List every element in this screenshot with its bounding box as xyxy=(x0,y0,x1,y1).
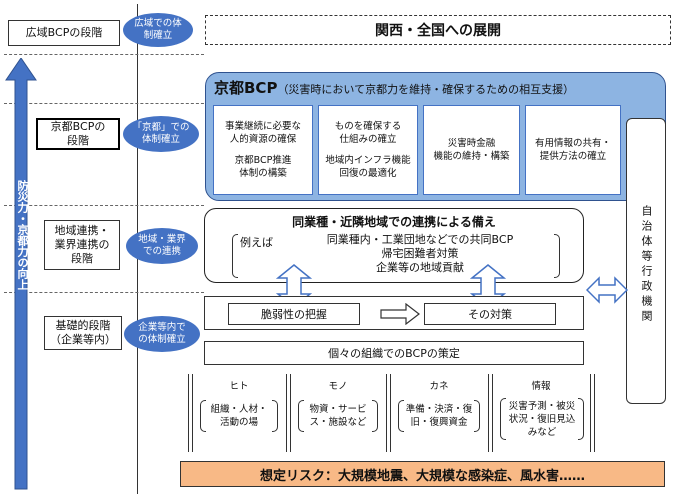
resource-divider xyxy=(192,374,193,452)
resource-divider xyxy=(390,374,391,452)
kansai-box: 関西・全国への展開 xyxy=(205,15,671,45)
resource-label-info: 情報 xyxy=(531,381,551,392)
resource-divider xyxy=(386,374,387,452)
resource-label-money: カネ xyxy=(429,381,449,392)
individual-bcp-label: 個々の組織でのBCPの策定 xyxy=(328,347,460,360)
kyoto-cell-goods: ものを確保する 仕組みの確立 地域内インフラ機能 回復の最適化 xyxy=(318,105,418,195)
countermeasure-label: その対策 xyxy=(468,308,512,321)
cell-text: 機能の維持・構築 xyxy=(433,151,510,162)
ellipse-kyoto: 「京都」での 体制確立 xyxy=(123,116,199,152)
ellipse-local-line2: での連携 xyxy=(142,246,181,257)
resource-divider xyxy=(290,374,291,452)
kyoto-cell-info: 有用情報の共有・ 提供方法の確立 xyxy=(525,105,621,195)
cooperation-line: 同業種内・工業団地などでの共同BCP xyxy=(326,233,514,246)
kyoto-cell-finance: 災害時金融 機能の維持・構築 xyxy=(423,105,520,195)
resource-item: 組織・人材・ xyxy=(210,404,268,415)
government-label: 自治体等行政機関 xyxy=(640,205,653,325)
cooperation-line: 企業等の地域貢献 xyxy=(376,261,464,274)
ellipse-basic-line2: の体制確立 xyxy=(138,334,186,345)
resource-item: 活動の場 xyxy=(219,417,258,428)
leftright-arrow xyxy=(586,276,628,304)
dashed-separator xyxy=(4,54,204,55)
right-bracket xyxy=(554,234,560,278)
resource-label-people: ヒト xyxy=(229,381,249,392)
upward-arrow xyxy=(5,58,37,490)
resource-divider xyxy=(590,374,591,452)
resource-label-goods: モノ xyxy=(328,381,348,392)
stage-local: 地域連携・ 業界連携の 段階 xyxy=(44,220,120,270)
resource-item: みなど xyxy=(527,426,557,438)
stage-kyoto-line2: 段階 xyxy=(67,134,89,147)
resource-item: 準備・決済・復 xyxy=(405,404,473,415)
ellipse-basic: 企業等内で の体制確立 xyxy=(124,316,200,352)
cell-text: 京都BCP推進 xyxy=(234,155,292,166)
dashed-separator xyxy=(4,292,204,293)
cell-text: 有用情報の共有・ xyxy=(534,138,611,149)
government-box xyxy=(626,118,666,404)
stage-local-line3: 段階 xyxy=(71,252,93,265)
cooperation-box xyxy=(204,208,584,283)
resource-items-info: 災害予測・被災 状況・復旧見込 みなど xyxy=(500,398,584,440)
ellipse-local: 地域・業界 での連携 xyxy=(126,228,198,264)
resource-divider xyxy=(286,374,287,452)
resource-divider xyxy=(492,374,493,452)
left-bracket xyxy=(232,234,238,278)
right-arrow xyxy=(380,303,420,325)
vulnerability-box: 脆弱性の把握 xyxy=(228,303,360,325)
cooperation-title: 同業種・近隣地域での連携による備え xyxy=(292,214,496,229)
kyoto-cell-people: 事業継続に必要な 人的資源の確保 京都BCP推進 体制の構築 xyxy=(213,105,313,195)
stage-basic: 基礎的段階 （企業等内） xyxy=(44,316,122,350)
ellipse-local-line1: 地域・業界 xyxy=(138,234,186,245)
resource-divider xyxy=(594,374,595,452)
stage-regional: 広域BCPの段階 xyxy=(8,20,120,46)
ellipse-kyoto-line2: 体制確立 xyxy=(141,134,180,145)
stage-local-line1: 地域連携・ xyxy=(54,224,110,237)
resource-items-money: 準備・決済・復 旧・復興資金 xyxy=(398,400,480,432)
cooperation-lines: 同業種内・工業団地などでの共同BCP 帰宅困難者対策 企業等の地域貢献 xyxy=(300,233,540,275)
stage-basic-line1: 基礎的段階 xyxy=(55,319,111,332)
stage-basic-line2: （企業等内） xyxy=(50,333,116,346)
ellipse-basic-line1: 企業等内で xyxy=(138,322,186,333)
ellipse-regional-line1: 広域での体 xyxy=(134,18,182,29)
kyoto-bcp-title: 京都BCP xyxy=(214,79,278,97)
resource-item: 状況・復旧見込 xyxy=(508,413,576,425)
stage-regional-label: 広域BCPの段階 xyxy=(25,26,103,39)
example-label: 例えば xyxy=(240,236,273,249)
cell-text: ものを確保する xyxy=(334,121,402,132)
cell-text: 事業継続に必要な xyxy=(224,121,301,132)
cell-text: 提供方法の確立 xyxy=(539,151,607,162)
dashed-separator xyxy=(4,103,209,104)
resource-divider xyxy=(488,374,489,452)
risk-label: 想定リスク：大規模地震、大規模な感染症、風水害…… xyxy=(259,468,585,484)
resource-item: 災害予測・被災 xyxy=(508,400,576,412)
cell-text: 回復の最適化 xyxy=(339,168,397,179)
individual-bcp-box: 個々の組織でのBCPの策定 xyxy=(204,341,584,365)
resource-items-people: 組織・人材・ 活動の場 xyxy=(200,400,278,432)
stage-kyoto-line1: 京都BCPの xyxy=(50,120,106,133)
resource-item: 物資・サービ xyxy=(309,404,367,415)
cell-text: 人的資源の確保 xyxy=(229,134,297,145)
cell-text: 地域内インフラ機能 xyxy=(325,155,411,166)
vulnerability-label: 脆弱性の把握 xyxy=(261,308,327,321)
kansai-label: 関西・全国への展開 xyxy=(375,23,501,39)
kyoto-bcp-subtitle: （災害時において京都力を維持・確保するための相互支援） xyxy=(277,83,575,96)
ellipse-regional-line2: 制確立 xyxy=(143,30,173,41)
cooperation-line: 帰宅困難者対策 xyxy=(381,247,459,260)
resource-items-goods: 物資・サービ ス・施設など xyxy=(298,400,378,432)
resource-item: ス・施設など xyxy=(309,417,367,428)
stage-kyoto: 京都BCPの 段階 xyxy=(36,118,120,150)
dashed-separator xyxy=(4,205,204,206)
stage-local-line2: 業界連携の xyxy=(54,238,110,251)
ellipse-regional: 広域での体 制確立 xyxy=(123,13,193,47)
resource-divider xyxy=(188,374,189,452)
cell-text: 体制の構築 xyxy=(239,168,287,179)
countermeasure-box: その対策 xyxy=(424,303,556,325)
arrow-label: 防災力・京都力の向上 xyxy=(16,180,29,290)
resource-item: 旧・復興資金 xyxy=(410,417,468,428)
kyoto-bcp-header: 京都BCP（災害時において京都力を維持・確保するための相互支援） xyxy=(214,77,664,97)
risk-bar: 想定リスク：大規模地震、大規模な感染症、風水害…… xyxy=(180,461,665,487)
cell-text: 仕組みの確立 xyxy=(339,134,397,145)
cell-text: 災害時金融 xyxy=(447,138,496,149)
ellipse-kyoto-line1: 「京都」での xyxy=(132,122,190,133)
